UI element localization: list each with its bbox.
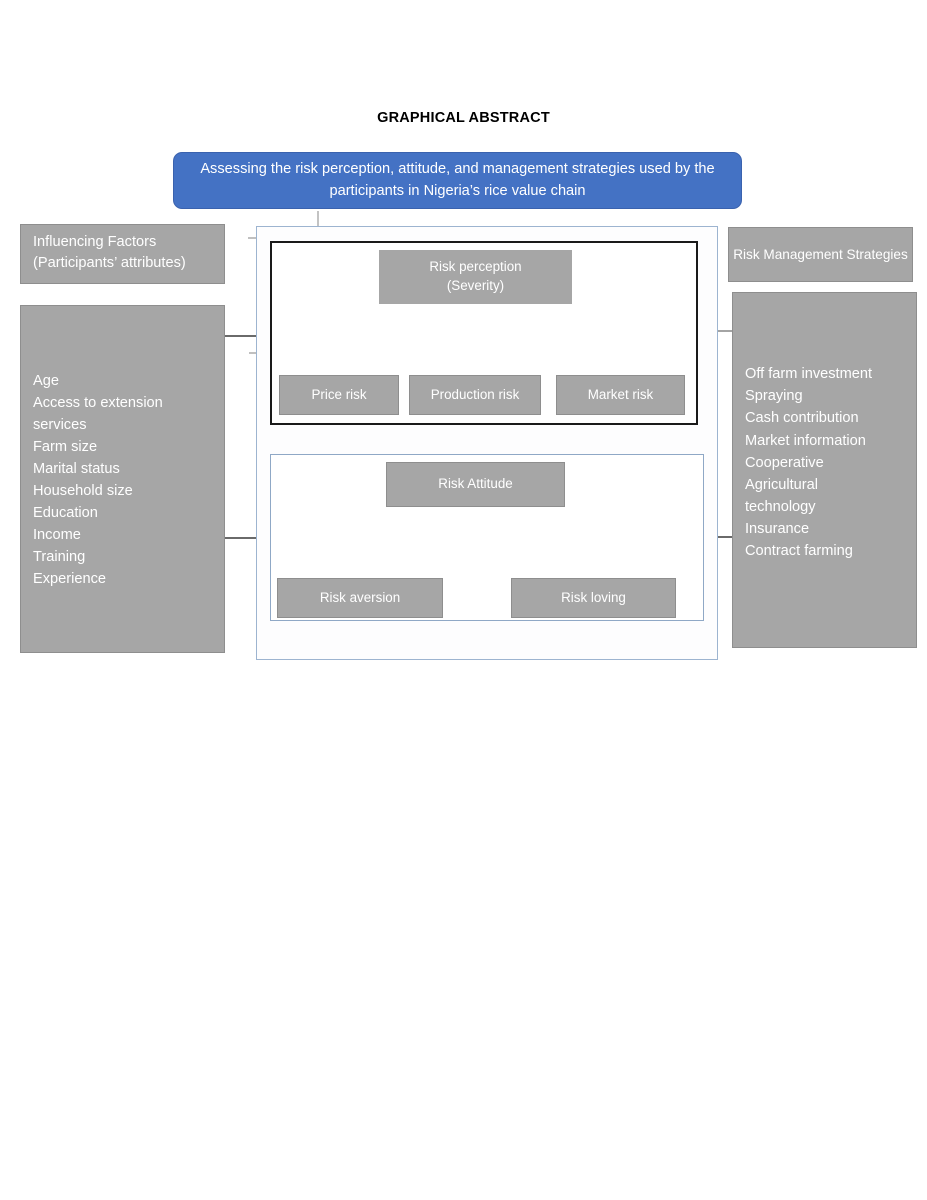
node-production-risk-label: Production risk — [430, 386, 520, 402]
node-risk-loving-label: Risk loving — [561, 589, 626, 605]
risk-strategy-item: technology — [745, 499, 816, 516]
risk-management-header-label: Risk Management Strategies — [733, 246, 908, 262]
risk-strategy-item: Market information — [745, 432, 866, 449]
page-title: GRAPHICAL ABSTRACT — [377, 110, 550, 126]
node-production-risk: Production risk — [409, 375, 541, 415]
influencing-factors-header-label: Influencing Factors (Participants’ attri… — [33, 234, 186, 271]
influencing-factor-item: services — [33, 417, 87, 434]
risk-strategy-item: Contract farming — [745, 543, 853, 560]
influencing-factors-header: Influencing Factors (Participants’ attri… — [20, 224, 225, 284]
node-market-risk-label: Market risk — [587, 386, 654, 402]
risk-strategy-item: Spraying — [745, 388, 803, 405]
node-risk-aversion: Risk aversion — [277, 578, 443, 618]
influencing-factor-item: Marital status — [33, 461, 120, 478]
risk-strategy-item: Cooperative — [745, 454, 824, 471]
node-risk-perception-line2: (Severity) — [446, 278, 505, 293]
influencing-factor-item: Training — [33, 549, 86, 566]
influencing-factor-item: Income — [33, 527, 81, 544]
influencing-factor-item: Household size — [33, 483, 133, 500]
node-price-risk-label: Price risk — [311, 386, 367, 402]
risk-strategy-item: Insurance — [745, 521, 810, 538]
node-risk-attitude-label: Risk Attitude — [438, 476, 513, 492]
risk-strategy-item: Off farm investment — [745, 366, 873, 382]
influencing-factor-item: Age — [33, 373, 59, 389]
node-market-risk: Market risk — [556, 375, 685, 415]
node-risk-loving: Risk loving — [511, 578, 676, 618]
influencing-factor-item: Education — [33, 505, 98, 522]
node-risk-aversion-label: Risk aversion — [319, 589, 401, 605]
influencing-factor-item: Experience — [33, 571, 107, 588]
study-title-text: Assessing the risk perception, attitude,… — [200, 161, 715, 199]
risk-strategy-item: Agricultural — [745, 476, 818, 493]
node-risk-attitude: Risk Attitude — [386, 462, 565, 507]
risk-management-header: Risk Management Strategies — [728, 227, 913, 282]
node-price-risk: Price risk — [279, 375, 399, 415]
risk-strategy-item: Cash contribution — [745, 410, 859, 427]
influencing-factor-item: Access to extension — [33, 395, 163, 412]
node-risk-perception-line1: Risk perception — [429, 259, 522, 275]
study-title-banner: Assessing the risk perception, attitude,… — [173, 152, 742, 209]
node-risk-perception: Risk perception (Severity) — [379, 250, 572, 304]
influencing-factor-item: Farm size — [33, 439, 98, 456]
